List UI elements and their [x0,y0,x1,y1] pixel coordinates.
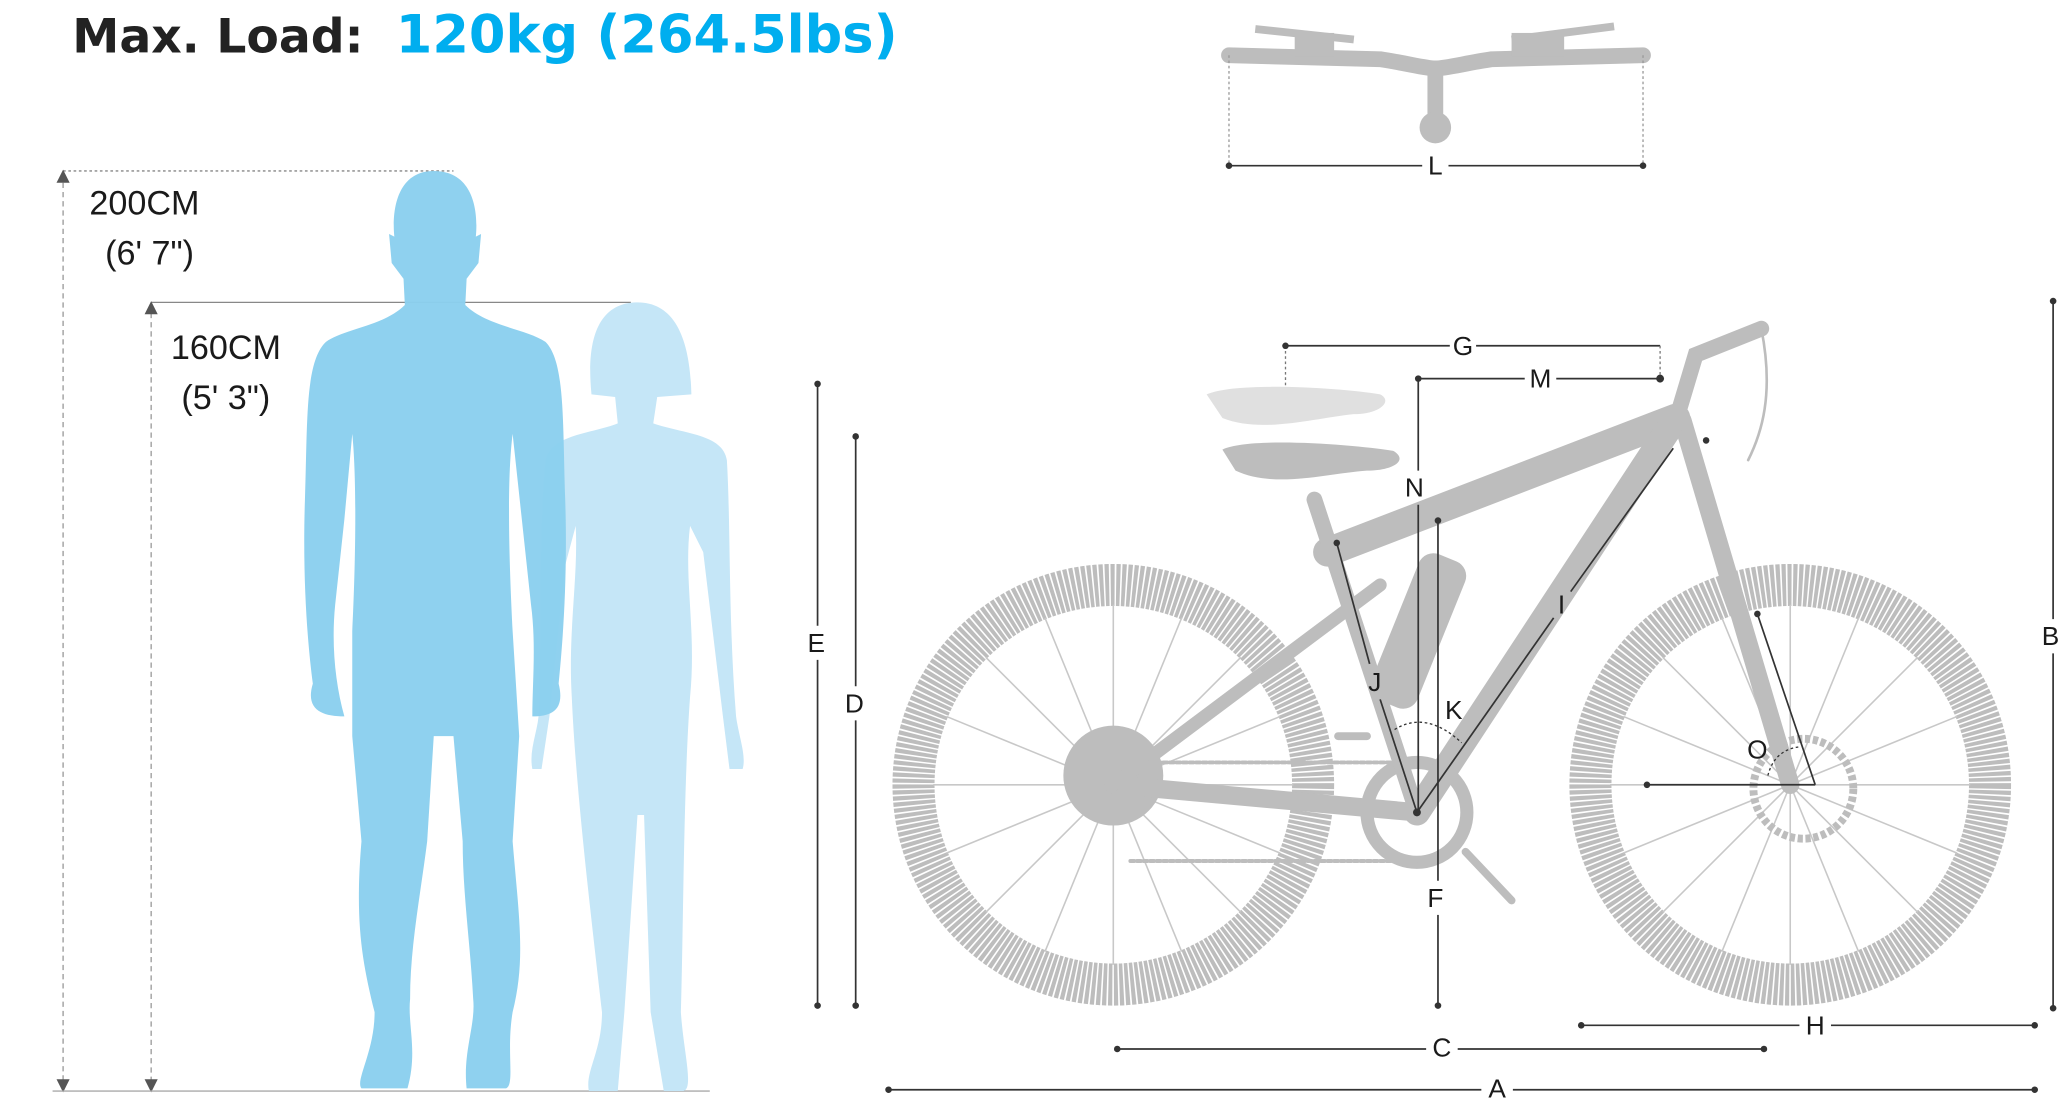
rear-hub-motor [1063,725,1164,826]
dim-label-l: L [1428,151,1443,181]
height-200-ft: (6' 7") [105,234,194,272]
dim-label-m: M [1530,364,1552,394]
height-200-cm: 200CM [89,184,199,222]
saddle-raised [1206,386,1386,425]
dim-label-c: C [1432,1033,1451,1063]
height-160-cm: 160CM [171,329,281,367]
woman-silhouette [531,302,744,1092]
man-silhouette [304,170,566,1089]
height-guide-160: 160CM (5' 3") [144,301,631,1093]
arrow-down-icon [56,1079,70,1093]
height-160-ft: (5' 3") [181,379,270,417]
arrow-up-icon [144,301,158,315]
max-load-value: 120kg (264.5lbs) [396,5,898,66]
rear-wheel [892,563,1335,1006]
dim-label-o: O [1747,734,1767,764]
front-wheel [1569,563,2012,1006]
dim-label-d: D [845,688,864,718]
brake-disc [1749,734,1858,843]
dim-label-g: G [1453,331,1473,361]
dim-label-b: B [2042,621,2060,651]
dimension-lines: L G M N F J I K O E [807,151,2059,1099]
dim-label-j: J [1368,667,1381,697]
dim-label-f: F [1427,883,1443,913]
height-guide-200: 200CM (6' 7") [56,169,454,1093]
dim-label-a: A [1488,1073,1506,1099]
arrow-up-icon [56,169,70,183]
arrow-down-icon [144,1079,158,1093]
bike-side-view [892,320,2012,1006]
dim-label-e: E [807,628,825,658]
max-load-label: Max. Load: [72,10,363,65]
saddle [1222,442,1400,480]
dim-label-i: I [1558,590,1565,620]
handlebar-top-view [1221,22,1651,166]
dim-label-k: K [1445,695,1463,725]
title: Max. Load: 120kg (264.5lbs) [72,5,897,66]
dim-label-h: H [1806,1010,1825,1040]
dim-label-n: N [1405,473,1424,503]
